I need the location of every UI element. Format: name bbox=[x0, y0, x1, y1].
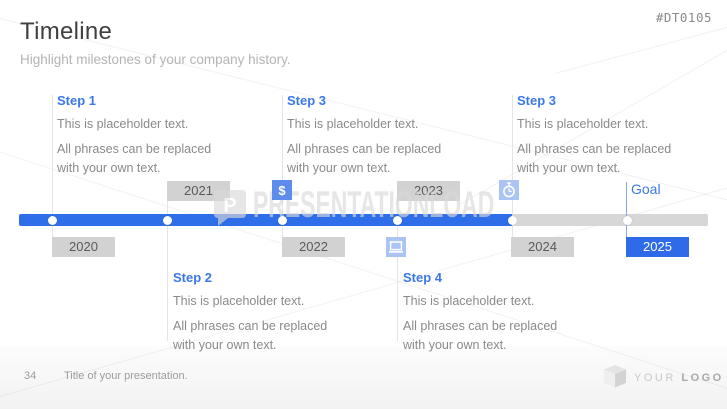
logo-word-logo: LOGO bbox=[681, 372, 724, 384]
year-box-2021[interactable]: 2021 bbox=[167, 181, 230, 201]
year-box-2023[interactable]: 2023 bbox=[397, 181, 460, 201]
milestone-dot bbox=[162, 215, 172, 225]
step-block-3a[interactable]: Step 3 This is placeholder text. All phr… bbox=[287, 93, 502, 178]
page-number: 34 bbox=[24, 370, 37, 382]
step-title: Step 2 bbox=[173, 270, 213, 285]
timeline-bar-progress[interactable] bbox=[19, 214, 512, 226]
step-text: All phrases can be replaced bbox=[287, 142, 442, 156]
step-title: Step 3 bbox=[517, 93, 557, 108]
step-paragraph: All phrases can be replaced with your ow… bbox=[287, 140, 502, 178]
connector-line bbox=[282, 226, 283, 237]
step-block-4[interactable]: Step 4 This is placeholder text. All phr… bbox=[403, 270, 618, 355]
goal-connector-line bbox=[626, 182, 627, 237]
dollar-icon[interactable]: $ bbox=[272, 180, 292, 200]
milestone-dot bbox=[622, 215, 632, 225]
logo-placeholder: YOUR LOGO bbox=[604, 365, 724, 388]
year-box-2024[interactable]: 2024 bbox=[511, 237, 574, 257]
step-text: with your own text. bbox=[57, 161, 161, 175]
step-block-1[interactable]: Step 1 This is placeholder text. All phr… bbox=[57, 93, 272, 178]
logo-word-your: YOUR bbox=[634, 372, 676, 384]
step-paragraph: All phrases can be replaced with your ow… bbox=[403, 317, 618, 355]
connector-line bbox=[397, 201, 398, 214]
connector-line bbox=[512, 95, 513, 214]
template-code: #DT0105 bbox=[655, 10, 712, 25]
connector-line bbox=[512, 226, 513, 237]
footer-presentation-title[interactable]: Title of your presentation. bbox=[64, 370, 188, 382]
step-paragraph: All phrases can be replaced with your ow… bbox=[57, 140, 272, 178]
year-box-2020[interactable]: 2020 bbox=[52, 237, 115, 257]
milestone-dot bbox=[392, 215, 402, 225]
step-block-3b[interactable]: Step 3 This is placeholder text. All phr… bbox=[517, 93, 727, 178]
step-text: All phrases can be replaced bbox=[403, 319, 558, 333]
step-text: with your own text. bbox=[287, 161, 391, 175]
year-box-2022[interactable]: 2022 bbox=[282, 237, 345, 257]
step-text: This is placeholder text. bbox=[403, 294, 535, 308]
step-text: This is placeholder text. bbox=[173, 294, 305, 308]
step-text: This is placeholder text. bbox=[57, 117, 189, 131]
page-subtitle[interactable]: Highlight milestones of your company his… bbox=[20, 52, 291, 67]
laptop-glyph bbox=[389, 241, 403, 253]
step-text: All phrases can be replaced bbox=[173, 319, 328, 333]
step-text: All phrases can be replaced bbox=[517, 142, 672, 156]
milestone-dot bbox=[507, 215, 517, 225]
step-title: Step 4 bbox=[403, 270, 443, 285]
page-title[interactable]: Timeline bbox=[20, 18, 113, 45]
stopwatch-glyph bbox=[503, 182, 515, 198]
milestone-dot bbox=[47, 215, 57, 225]
stopwatch-icon[interactable] bbox=[499, 180, 519, 200]
connector-line bbox=[167, 226, 168, 341]
goal-label[interactable]: Goal bbox=[631, 181, 661, 197]
year-box-2025[interactable]: 2025 bbox=[626, 237, 689, 257]
connector-line bbox=[167, 201, 168, 214]
connector-line bbox=[397, 226, 398, 341]
step-block-2[interactable]: Step 2 This is placeholder text. All phr… bbox=[173, 270, 388, 355]
cube-logo-icon bbox=[604, 365, 626, 388]
laptop-icon[interactable] bbox=[386, 237, 406, 257]
step-text: with your own text. bbox=[517, 161, 621, 175]
step-text: with your own text. bbox=[173, 338, 277, 352]
step-text: with your own text. bbox=[403, 338, 507, 352]
step-paragraph: All phrases can be replaced with your ow… bbox=[173, 317, 388, 355]
step-title: Step 1 bbox=[57, 93, 97, 108]
step-paragraph: All phrases can be replaced with your ow… bbox=[517, 140, 727, 178]
timeline-bar-remaining[interactable] bbox=[512, 214, 708, 226]
dollar-glyph: $ bbox=[278, 182, 286, 198]
step-text: This is placeholder text. bbox=[517, 117, 649, 131]
connector-line bbox=[282, 95, 283, 214]
connector-line bbox=[52, 95, 53, 214]
milestone-dot bbox=[277, 215, 287, 225]
step-text: This is placeholder text. bbox=[287, 117, 419, 131]
logo-text: YOUR LOGO bbox=[634, 372, 724, 384]
step-text: All phrases can be replaced bbox=[57, 142, 212, 156]
step-title: Step 3 bbox=[287, 93, 327, 108]
connector-line bbox=[52, 226, 53, 237]
